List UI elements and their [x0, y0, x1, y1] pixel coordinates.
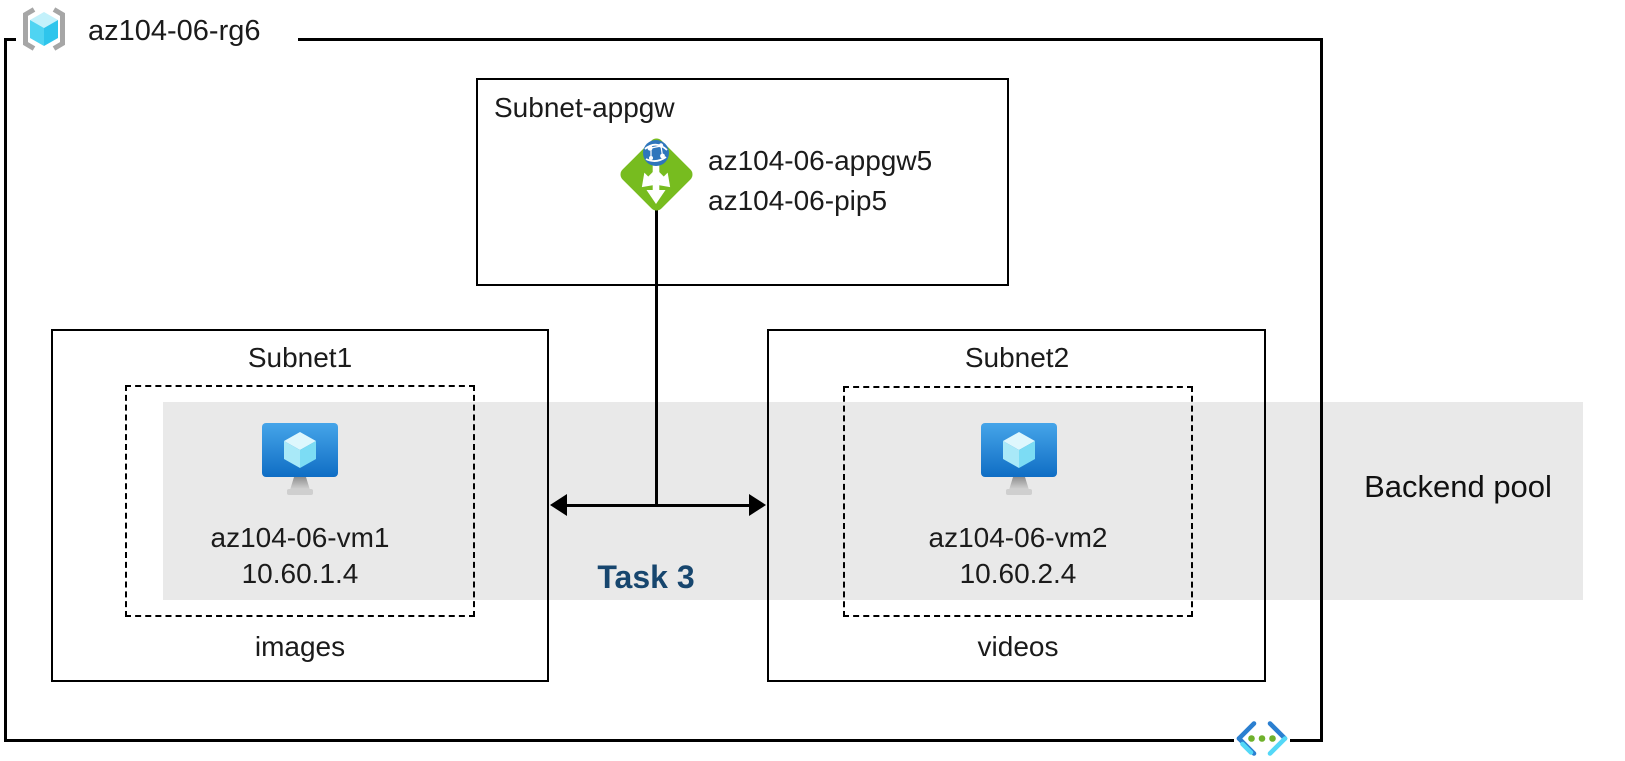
application-gateway-icon	[620, 138, 693, 211]
arrowhead-right-icon	[749, 494, 766, 516]
resource-group-header-gap	[16, 28, 298, 48]
resource-group-icon	[23, 7, 65, 51]
backend-pool-label: Backend pool	[1364, 469, 1552, 504]
appgw-subnet-title: Subnet-appgw	[494, 92, 675, 123]
resource-group-box	[4, 38, 1323, 742]
subnet2-title: Subnet2	[964, 342, 1070, 373]
backend-pool-band	[163, 402, 1583, 600]
subnet2-folder-label: videos	[977, 631, 1059, 662]
virtual-machine-icon	[262, 423, 338, 495]
resource-group-label: az104-06-rg6	[88, 15, 261, 47]
vm1-name-label: az104-06-vm1	[210, 522, 390, 553]
virtual-network-icon	[1234, 720, 1290, 757]
subnet-double-arrow-line	[562, 504, 754, 507]
appgw-subnet-box	[476, 78, 1009, 286]
public-ip-name-label: az104-06-pip5	[708, 185, 888, 216]
subnet1-title: Subnet1	[247, 342, 353, 373]
vm1-ip-label: 10.60.1.4	[241, 558, 359, 589]
vm2-ip-label: 10.60.2.4	[959, 558, 1077, 589]
subnet1-box	[51, 329, 549, 682]
subnet2-box	[767, 329, 1266, 682]
subnet1-folder-label: images	[254, 631, 346, 662]
vm2-name-label: az104-06-vm2	[928, 522, 1108, 553]
subnet1-dashed-group-box	[125, 385, 475, 617]
virtual-machine-icon	[981, 423, 1057, 495]
appgw-name-label: az104-06-appgw5	[708, 145, 933, 176]
subnet2-dashed-group-box	[843, 386, 1193, 617]
appgw-connector-line	[655, 210, 658, 506]
arrowhead-left-icon	[550, 494, 567, 516]
task-label: Task 3	[597, 559, 695, 595]
